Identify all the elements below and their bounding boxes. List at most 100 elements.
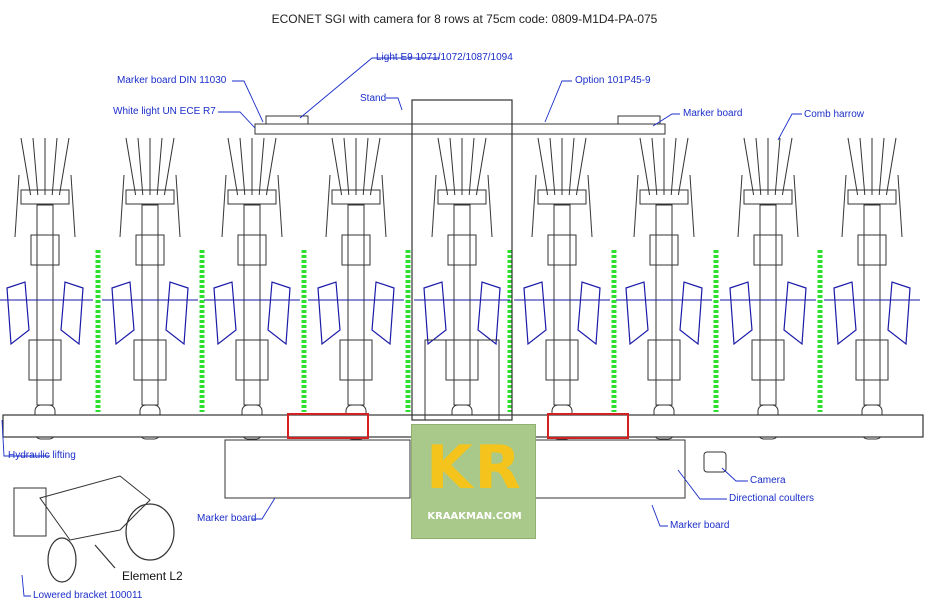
harrow-tine <box>163 137 175 196</box>
leader-line-8 <box>1 419 50 457</box>
camera-box <box>703 451 727 473</box>
hoe-blade-right <box>783 281 807 346</box>
leader-line-11 <box>252 497 276 520</box>
hoe-unit-9 <box>824 137 920 440</box>
hoe-blade-right <box>267 281 291 346</box>
harrow-tine <box>258 137 265 196</box>
harrow-tine <box>265 137 277 196</box>
hoe-blade-right <box>371 281 395 346</box>
harrow-arm-left <box>841 174 847 238</box>
label-marker-board-left-bottom: Marker board <box>197 513 257 524</box>
leader-line-6 <box>652 113 680 127</box>
unit-block <box>649 234 679 266</box>
logo-kr-text: KR <box>426 433 523 503</box>
hoe-unit-7 <box>616 137 712 440</box>
hoe-blade-left <box>111 281 135 346</box>
harrow-tine <box>227 137 239 196</box>
unit-lower-block <box>133 339 167 381</box>
harrow-arm-left <box>14 174 20 238</box>
top-marker-beam <box>254 123 666 135</box>
harrow-bar <box>847 189 897 205</box>
harrow-bar <box>743 189 793 205</box>
hoe-blade-right <box>887 281 911 346</box>
label-marker-board-right-top: Marker board <box>683 108 743 119</box>
harrow-arm-left <box>431 174 437 238</box>
harrow-arm-right <box>381 174 387 238</box>
hoe-unit-5 <box>414 137 510 440</box>
element-l2-detail <box>13 475 175 583</box>
harrow-tine <box>885 137 897 196</box>
unit-block <box>30 234 60 266</box>
light-right <box>617 115 661 125</box>
harrow-tine <box>568 137 575 196</box>
hoe-blade-left <box>625 281 649 346</box>
hoe-unit-8 <box>720 137 816 440</box>
harrow-tine <box>437 137 449 196</box>
harrow-tine <box>449 137 456 196</box>
leader-line-2 <box>232 80 264 123</box>
leader-line-10 <box>677 469 727 500</box>
leader-line-3 <box>544 80 572 123</box>
hoe-unit-3 <box>204 137 300 440</box>
unit-lower-block <box>545 339 579 381</box>
harrow-tine <box>677 137 689 196</box>
label-element-l2: Element L2 <box>122 569 183 583</box>
label-stand: Stand <box>360 93 387 104</box>
detail-wheel <box>47 537 77 583</box>
harrow-tine <box>125 137 137 196</box>
harrow-tine <box>878 137 885 196</box>
unit-block <box>447 234 477 266</box>
hoe-units <box>0 137 920 440</box>
hoe-unit-4 <box>308 137 404 440</box>
harrow-bar <box>20 189 70 205</box>
crop-rows <box>95 250 823 412</box>
hoe-blade-left <box>729 281 753 346</box>
harrow-bar <box>639 189 689 205</box>
label-marker-board-right-bottom: Marker board <box>670 520 730 531</box>
label-comb-harrow: Comb harrow <box>804 109 865 120</box>
harrow-tine <box>549 137 556 196</box>
marker-arm-right <box>534 439 686 499</box>
hoe-blade-left <box>317 281 341 346</box>
label-light-e9: Light E9 1071/1072/1087/1094 <box>376 52 513 63</box>
marker-arm-left <box>224 439 411 499</box>
harrow-tine <box>362 137 369 196</box>
unit-block <box>857 234 887 266</box>
hoe-blade-right <box>577 281 601 346</box>
kraakman-logo: KR KRAAKMAN.COM <box>411 424 536 539</box>
light-left <box>265 115 309 125</box>
hoe-unit-2 <box>102 137 198 440</box>
harrow-tine <box>639 137 651 196</box>
unit-block <box>547 234 577 266</box>
harrow-tine <box>51 137 58 196</box>
harrow-tine <box>651 137 658 196</box>
harrow-arm-right <box>587 174 593 238</box>
leader-line-9 <box>721 467 748 482</box>
label-lowered-bracket: Lowered bracket 100011 <box>33 590 143 601</box>
hoe-blade-left <box>6 281 30 346</box>
harrow-tine <box>137 137 144 196</box>
unit-lower-block <box>445 339 479 381</box>
hoe-blade-left <box>833 281 857 346</box>
detail-disc <box>125 503 175 561</box>
unit-lower-block <box>28 339 62 381</box>
hoe-blade-right <box>477 281 501 346</box>
leader-line-7 <box>777 113 802 141</box>
detail-body <box>39 475 151 541</box>
leader-line-4 <box>386 97 403 111</box>
harrow-tine <box>20 137 32 196</box>
harrow-tine <box>239 137 246 196</box>
harrow-tine <box>331 137 343 196</box>
harrow-tine <box>475 137 487 196</box>
hoe-unit-6 <box>514 137 610 440</box>
harrow-arm-right <box>175 174 181 238</box>
harrow-arm-right <box>793 174 799 238</box>
harrow-bar <box>125 189 175 205</box>
label-hydraulic-lifting: Hydraulic lifting <box>8 450 76 461</box>
harrow-arm-left <box>119 174 125 238</box>
harrow-tine <box>755 137 762 196</box>
unit-lower-block <box>647 339 681 381</box>
hoe-blade-left <box>523 281 547 346</box>
leader-line-13 <box>21 574 31 597</box>
harrow-tine <box>774 137 781 196</box>
